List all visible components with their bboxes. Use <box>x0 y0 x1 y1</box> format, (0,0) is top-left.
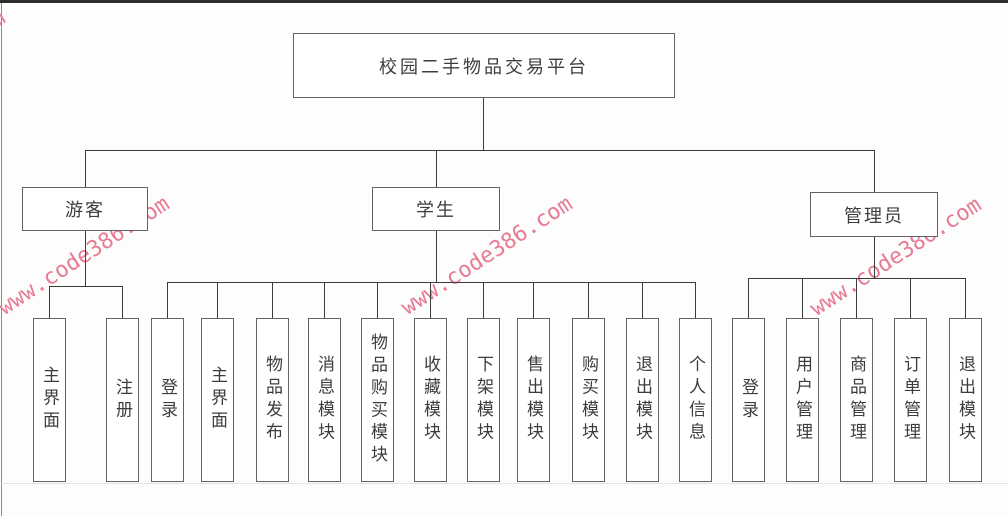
connector-line <box>748 278 749 318</box>
connector-line <box>483 98 484 150</box>
node-label: 登录 <box>158 377 177 423</box>
node-student: 学生 <box>372 187 500 231</box>
node-student-sold: 售出模块 <box>517 318 550 482</box>
connector-line <box>874 150 875 192</box>
node-student-login: 登录 <box>151 318 184 482</box>
connector-line <box>430 282 431 318</box>
node-label: 购买模块 <box>579 355 598 445</box>
connector-line <box>324 282 325 318</box>
node-label: 商品管理 <box>847 355 866 445</box>
node-label: 主界面 <box>208 366 227 434</box>
connector-line <box>910 278 911 318</box>
connector-line <box>85 150 875 151</box>
connector-line <box>167 282 168 318</box>
connector-line <box>856 278 857 318</box>
node-label: 个人信息 <box>686 355 705 445</box>
node-label: 登录 <box>739 377 758 423</box>
node-label: 订单管理 <box>901 355 920 445</box>
node-student-item-purchase: 物品购买模块 <box>361 318 394 482</box>
connector-line <box>695 282 696 318</box>
node-student-profile: 个人信息 <box>679 318 712 482</box>
node-visitor: 游客 <box>22 187 148 231</box>
node-label: 消息模块 <box>315 355 334 445</box>
connector-line <box>588 282 589 318</box>
node-student-buy: 购买模块 <box>572 318 605 482</box>
connector-line <box>122 286 123 318</box>
connector-line <box>874 237 875 278</box>
node-visitor-main-ui: 主界面 <box>33 318 66 482</box>
connector-line <box>272 282 273 318</box>
node-visitor-register: 注册 <box>106 318 139 482</box>
node-admin: 管理员 <box>810 192 938 237</box>
connector-line <box>483 282 484 318</box>
connector-line <box>167 282 696 283</box>
bottom-divider <box>0 483 1008 484</box>
connector-line <box>802 278 803 318</box>
top-border <box>0 0 1008 3</box>
node-student-message: 消息模块 <box>308 318 341 482</box>
connector-line <box>748 278 966 279</box>
node-label: 退出模块 <box>956 355 975 445</box>
connector-line <box>377 282 378 318</box>
left-border <box>1 3 2 516</box>
node-student-main-ui: 主界面 <box>201 318 234 482</box>
connector-line <box>217 282 218 318</box>
connector-line <box>85 150 86 187</box>
node-label: 售出模块 <box>524 355 543 445</box>
connector-line <box>436 150 437 187</box>
node-label: 退出模块 <box>633 355 652 445</box>
node-student-favorites: 收藏模块 <box>414 318 447 482</box>
connector-line <box>533 282 534 318</box>
connector-line <box>49 286 123 287</box>
node-label: 物品发布 <box>263 355 282 445</box>
connector-line <box>965 278 966 318</box>
node-admin-order-mgmt: 订单管理 <box>894 318 927 482</box>
node-label: 下架模块 <box>474 355 493 445</box>
connector-line <box>49 286 50 318</box>
connector-line <box>85 231 86 286</box>
node-label: 主界面 <box>40 366 59 434</box>
connector-line <box>642 282 643 318</box>
node-label: 物品购买模块 <box>368 332 387 468</box>
node-admin-user-mgmt: 用户管理 <box>786 318 819 482</box>
node-admin-product-mgmt: 商品管理 <box>840 318 873 482</box>
connector-line <box>436 231 437 282</box>
node-admin-login: 登录 <box>732 318 765 482</box>
node-student-exit: 退出模块 <box>626 318 659 482</box>
node-label: 收藏模块 <box>421 355 440 445</box>
node-admin-exit: 退出模块 <box>949 318 982 482</box>
node-label: 用户管理 <box>793 355 812 445</box>
node-root: 校园二手物品交易平台 <box>293 33 675 98</box>
node-student-item-publish: 物品发布 <box>256 318 289 482</box>
node-student-delist: 下架模块 <box>467 318 500 482</box>
node-label: 注册 <box>113 377 132 423</box>
